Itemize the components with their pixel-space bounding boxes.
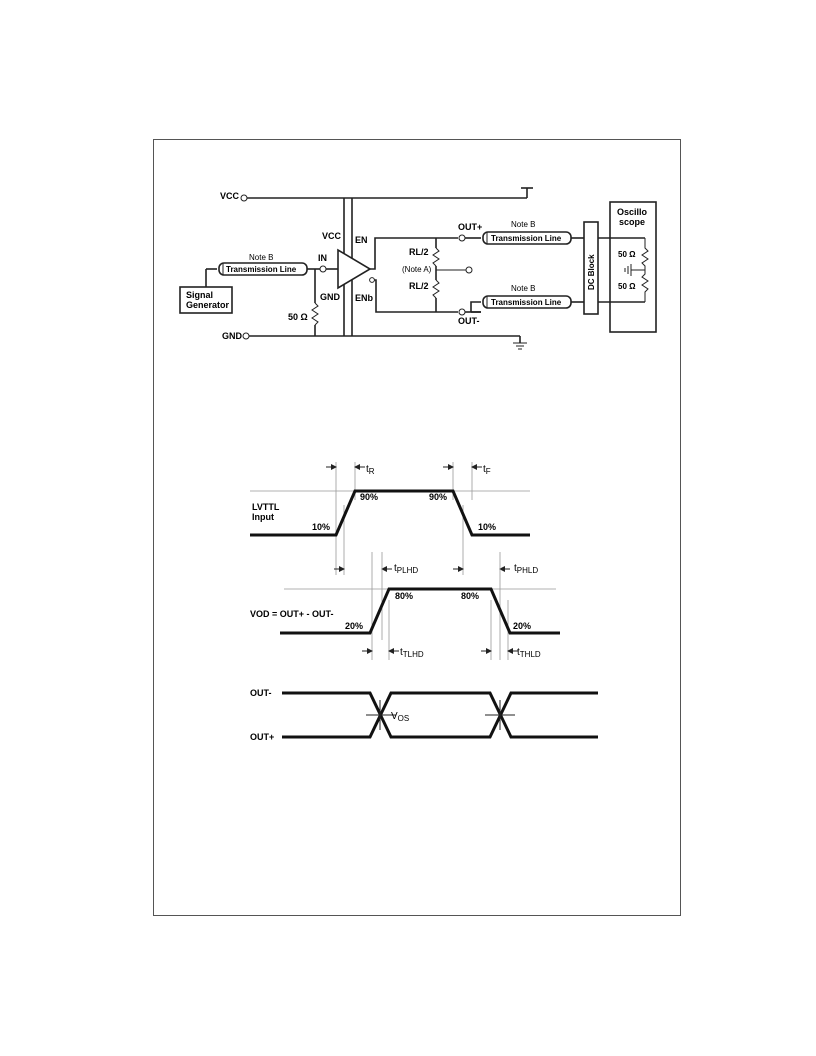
- signal-generator-label-1: Signal: [186, 290, 213, 300]
- out-minus-trace-label: OUT-: [250, 688, 272, 698]
- out-minus-waveform: [282, 691, 598, 739]
- gnd-pin-label: GND: [320, 292, 341, 302]
- out-plus-waveform: [282, 691, 598, 739]
- load-resistor-top: [432, 247, 440, 267]
- out-minus-wire: [374, 279, 458, 313]
- input-10pct-rise: 10%: [312, 522, 330, 532]
- out-plus-wire: [370, 237, 458, 270]
- out-minus-label: OUT-: [458, 316, 480, 326]
- out-minus-node: [458, 308, 466, 316]
- vcc-terminal-label: VCC: [220, 191, 240, 201]
- in-pin-label: IN: [318, 253, 327, 263]
- dc-block-label: DC Block: [587, 254, 596, 290]
- gnd-terminal-label: GND: [222, 331, 243, 341]
- scope-resistor-bottom: [641, 270, 649, 302]
- vos-label: VOS: [391, 711, 409, 723]
- vcc-pin-label: VCC: [322, 231, 342, 241]
- out-plus-node: [458, 234, 466, 242]
- t-thld-label: tTHLD: [517, 647, 541, 659]
- input-label-1: LVTTL: [252, 502, 280, 512]
- vcc-terminal: [240, 194, 248, 202]
- test-circuit: VCC GND Signal Generator Transmission Li…: [179, 187, 657, 350]
- vod-80pct-fall: 80%: [461, 591, 479, 601]
- oscilloscope-box: [609, 201, 657, 333]
- out-plus-tline-note: Note B: [511, 220, 535, 229]
- signal-generator-label-2: Generator: [186, 300, 230, 310]
- load-resistor-bottom: [432, 279, 440, 299]
- vod-20pct-fall: 20%: [513, 621, 531, 631]
- out-minus-tline-note: Note B: [511, 284, 535, 293]
- figure-frame: [153, 139, 681, 916]
- input-tline-note: Note B: [249, 253, 273, 262]
- in-node: [319, 265, 327, 273]
- scope-termination-bottom-label: 50 Ω: [618, 282, 636, 291]
- input-90pct-rise: 90%: [360, 492, 378, 502]
- out-plus-tline-label: Transmission Line: [491, 234, 562, 243]
- lvttl-input-waveform: [250, 489, 530, 537]
- t-phld-label: tPHLD: [514, 563, 538, 575]
- scope-label-2: scope: [619, 217, 645, 227]
- termination-label: 50 Ω: [288, 312, 308, 322]
- en-pin-label: EN: [355, 235, 368, 245]
- vod-label: VOD = OUT+ - OUT-: [250, 609, 334, 619]
- vod-20pct-rise: 20%: [345, 621, 363, 631]
- t-plhd-label: tPLHD: [394, 563, 418, 575]
- load-resistor-top-label: RL/2: [409, 247, 429, 257]
- input-10pct-fall: 10%: [478, 522, 496, 532]
- timing-diagram: LVTTL Input 10% 90% 90% 10% tR tF tPLHD …: [250, 462, 598, 742]
- out-minus-tline-label: Transmission Line: [491, 298, 562, 307]
- input-label-2: Input: [252, 512, 274, 522]
- scope-label-1: Oscillo: [617, 207, 648, 217]
- out-plus-label: OUT+: [458, 222, 482, 232]
- note-a-label: (Note A): [402, 265, 432, 274]
- t-rise-label: tR: [366, 464, 375, 476]
- load-resistor-bottom-label: RL/2: [409, 281, 429, 291]
- note-a-node: [465, 266, 473, 274]
- input-90pct-fall: 90%: [429, 492, 447, 502]
- termination-resistor: [311, 302, 319, 326]
- scope-resistor-top: [641, 238, 649, 270]
- scope-termination-top-label: 50 Ω: [618, 250, 636, 259]
- t-fall-label: tF: [483, 464, 491, 476]
- vod-waveform: [280, 587, 560, 635]
- vod-80pct-rise: 80%: [395, 591, 413, 601]
- out-plus-trace-label: OUT+: [250, 732, 274, 742]
- lvds-driver: [337, 248, 372, 290]
- input-tline-label: Transmission Line: [226, 265, 297, 274]
- enb-pin-label: ENb: [355, 293, 374, 303]
- gnd-terminal: [242, 332, 250, 340]
- dc-block: [583, 221, 599, 315]
- t-tlhd-label: tTLHD: [400, 647, 424, 659]
